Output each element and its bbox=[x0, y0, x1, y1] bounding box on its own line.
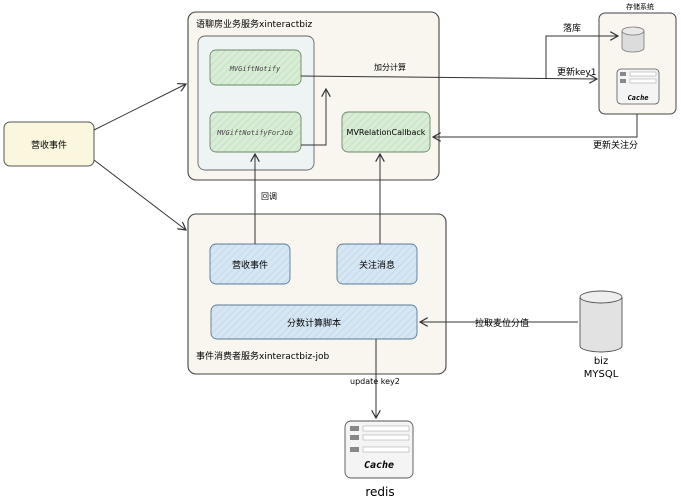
storage-system: 存储系统 Cache bbox=[598, 2, 677, 115]
chat-service-panel: 语聊房业务服务xinteractbiz MVGiftNotify MVGiftN… bbox=[187, 11, 440, 181]
edge-notify-job-merge bbox=[301, 89, 326, 146]
redis-label: redis bbox=[365, 485, 394, 499]
relation-callback-node: MVRelationCallback bbox=[341, 111, 431, 153]
gift-notify-node: MVGiftNotify bbox=[209, 49, 302, 86]
revenue-event-node: 营收事件 bbox=[209, 243, 291, 285]
database-icon bbox=[621, 26, 645, 53]
cache-icon: Cache bbox=[616, 68, 660, 105]
mysql-line1: biz bbox=[594, 356, 608, 367]
storage-cache-label: Cache bbox=[627, 94, 648, 102]
persist-label: 落库 bbox=[563, 22, 581, 34]
add-score-label: 加分计算 bbox=[374, 62, 406, 72]
chat-service-title: 语聊房业务服务xinteractbiz bbox=[196, 18, 313, 30]
revenue-event-label: 营收事件 bbox=[232, 259, 268, 271]
score-script-node: 分数计算脚本 bbox=[210, 304, 418, 340]
edge-add-score bbox=[300, 76, 597, 79]
pull-mic-score-label: 拉取麦位分值 bbox=[475, 317, 529, 329]
edge-labels: 加分计算 落库 更新key1 更新关注分 回调 拉取麦位分值 update ke… bbox=[261, 22, 638, 386]
mysql-database: biz MYSQL bbox=[579, 290, 623, 380]
database-icon bbox=[579, 290, 623, 353]
edges bbox=[93, 36, 638, 418]
consumer-service-title: 事件消费者服务xinteractbiz-job bbox=[196, 350, 329, 362]
storage-title: 存储系统 bbox=[626, 2, 654, 11]
edge-source-to-consumer bbox=[93, 159, 186, 230]
follow-message-node: 关注消息 bbox=[336, 243, 418, 285]
relation-callback-label: MVRelationCallback bbox=[347, 128, 426, 137]
callback-label: 回调 bbox=[261, 192, 277, 201]
gift-notify-label: MVGiftNotify bbox=[229, 65, 281, 73]
mysql-line2: MYSQL bbox=[584, 369, 619, 380]
edge-update-follow bbox=[433, 114, 638, 137]
gift-notify-for-job-label: MVGiftNotifyForJob bbox=[216, 129, 293, 137]
revenue-event-source-label: 营收事件 bbox=[31, 139, 67, 151]
revenue-event-source-node: 营收事件 bbox=[3, 121, 95, 167]
redis-cache-label: Cache bbox=[364, 460, 394, 471]
cache-icon: Cache bbox=[344, 420, 414, 479]
consumer-service-panel: 营收事件 关注消息 分数计算脚本 事件消费者服务xinteractbiz-job bbox=[187, 213, 447, 375]
gift-notify-for-job-node: MVGiftNotifyForJob bbox=[209, 111, 302, 153]
edge-persist bbox=[545, 36, 618, 79]
redis-cache: Cache redis bbox=[344, 420, 414, 499]
score-script-label: 分数计算脚本 bbox=[287, 317, 341, 329]
follow-message-label: 关注消息 bbox=[359, 259, 395, 271]
update-key2-label: update key2 bbox=[350, 377, 400, 386]
update-follow-score-label: 更新关注分 bbox=[593, 139, 638, 151]
update-key1-label: 更新key1 bbox=[557, 66, 596, 78]
edge-source-to-chat bbox=[93, 84, 186, 131]
